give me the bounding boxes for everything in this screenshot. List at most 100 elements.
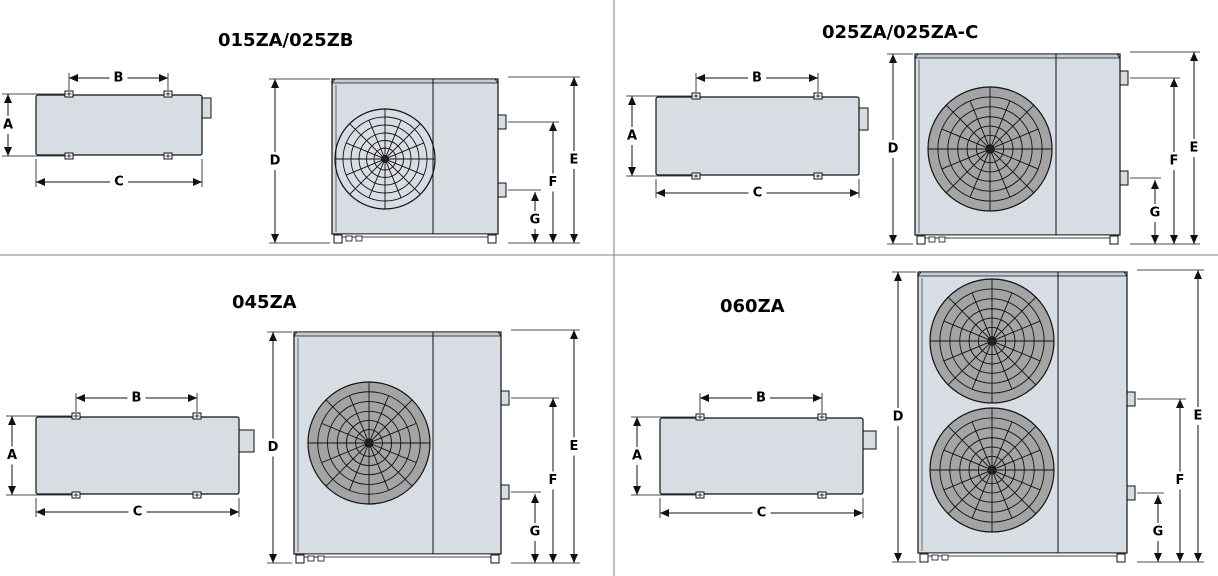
fan-hub [381,155,389,163]
drain-fitting [938,236,946,243]
fan-grille-spoke [321,444,365,464]
fan-grille-spoke [943,320,988,340]
fan-hub [987,336,997,346]
fan-grille-spoke [993,421,1013,466]
arrow-f [549,554,557,563]
arrow-c [36,178,45,186]
fan-grille-spoke [945,152,987,194]
fan-grille-spoke [994,128,1039,148]
fan-grille-spoke [370,395,390,439]
arrow-a [4,147,12,156]
dim-label-e: E [570,439,579,454]
arrow-e [1190,235,1198,244]
fan-grille-spoke [372,399,413,440]
fan-grille-spoke [995,296,1037,338]
fan-grille-spoke [321,422,365,442]
water-pipe-stub [1126,485,1136,501]
dim-label-g: G [530,525,541,540]
dim-label-g: G [1150,206,1161,221]
dim-label-g: G [1153,525,1164,540]
arrow-b [69,74,78,82]
unit-top-bevel [331,78,499,84]
water-pipe-stub [1119,70,1129,86]
drain-fitting [345,235,353,242]
unit-top-bevel [293,331,502,337]
arrow-f [1170,78,1178,87]
support-foot [487,234,497,244]
drain-fitting [355,235,363,242]
arrow-c [656,189,665,197]
dim-label-f: F [549,473,558,488]
fan-grille-spoke [996,449,1041,469]
unit-top-view [655,96,860,176]
fan-grille-spoke [969,100,989,145]
water-pipe-stub [497,182,507,198]
diagram-title-025za: 025ZA/025ZA-C [822,22,979,43]
arrow-e [570,554,578,563]
arrow-g [531,494,539,503]
arrow-e [1190,52,1198,61]
arrow-a [633,486,641,495]
arrow-e [570,234,578,243]
water-pipe-stub [1126,391,1136,407]
arrow-c [193,178,202,186]
arrow-d [271,79,279,88]
dim-label-b: B [752,71,762,86]
dim-label-a: A [3,118,13,133]
unit-top-view [35,94,203,156]
fan-grille-spoke [971,345,991,390]
dim-label-c: C [114,175,124,190]
unit-top-view [659,417,864,495]
fan-grille-spoke [325,446,366,487]
fan-grille-spoke [994,150,1039,170]
fan-grille-spoke [943,449,988,469]
drain-fitting [317,555,325,562]
arrow-g [1151,180,1159,189]
support-foot [333,234,343,244]
unit-top-view [35,416,240,495]
fan-grille-spoke [386,120,402,156]
arrow-d [269,332,277,341]
dim-label-a: A [632,449,642,464]
support-foot [295,554,305,564]
water-pipe-stub [500,390,510,406]
fan-grille-spoke [995,425,1037,467]
diagram-title-015za: 015ZA/025ZB [218,30,354,51]
arrow-e [1194,553,1202,562]
arrow-c [36,508,45,516]
dim-label-f: F [549,175,558,190]
arrow-a [633,417,641,426]
arrow-e [570,330,578,339]
arrow-g [531,234,539,243]
fan-grille-spoke [996,320,1041,340]
arrow-g [531,554,539,563]
water-connection [858,107,869,131]
arrow-c [850,189,859,197]
fan-grille-spoke [373,422,417,442]
fan-grille-spoke [368,162,384,198]
drain-fitting [941,554,949,561]
fan-grille-spoke [991,153,1011,198]
arrow-c [230,508,239,516]
fan-grille-spoke [969,153,989,198]
dim-label-a: A [7,448,17,463]
arrow-d [269,554,277,563]
fan-grille-spoke [947,296,989,338]
unit-base-rail [916,234,1119,239]
fan-grille-spoke [941,150,986,170]
dim-label-d: D [888,142,899,157]
fan-grille-spoke [348,447,368,491]
diagram-title-060za: 060ZA [720,296,785,317]
support-foot [919,553,929,563]
water-connection [862,430,877,450]
water-pipe-stub [497,114,507,130]
fan-grille-spoke [947,425,989,467]
water-connection [201,97,212,119]
arrow-a [8,486,16,495]
fan-grille-spoke [947,473,989,515]
arrow-f [1170,235,1178,244]
fan-grille-spoke [995,344,1037,386]
dim-label-b: B [114,71,124,86]
arrow-b [809,74,818,82]
